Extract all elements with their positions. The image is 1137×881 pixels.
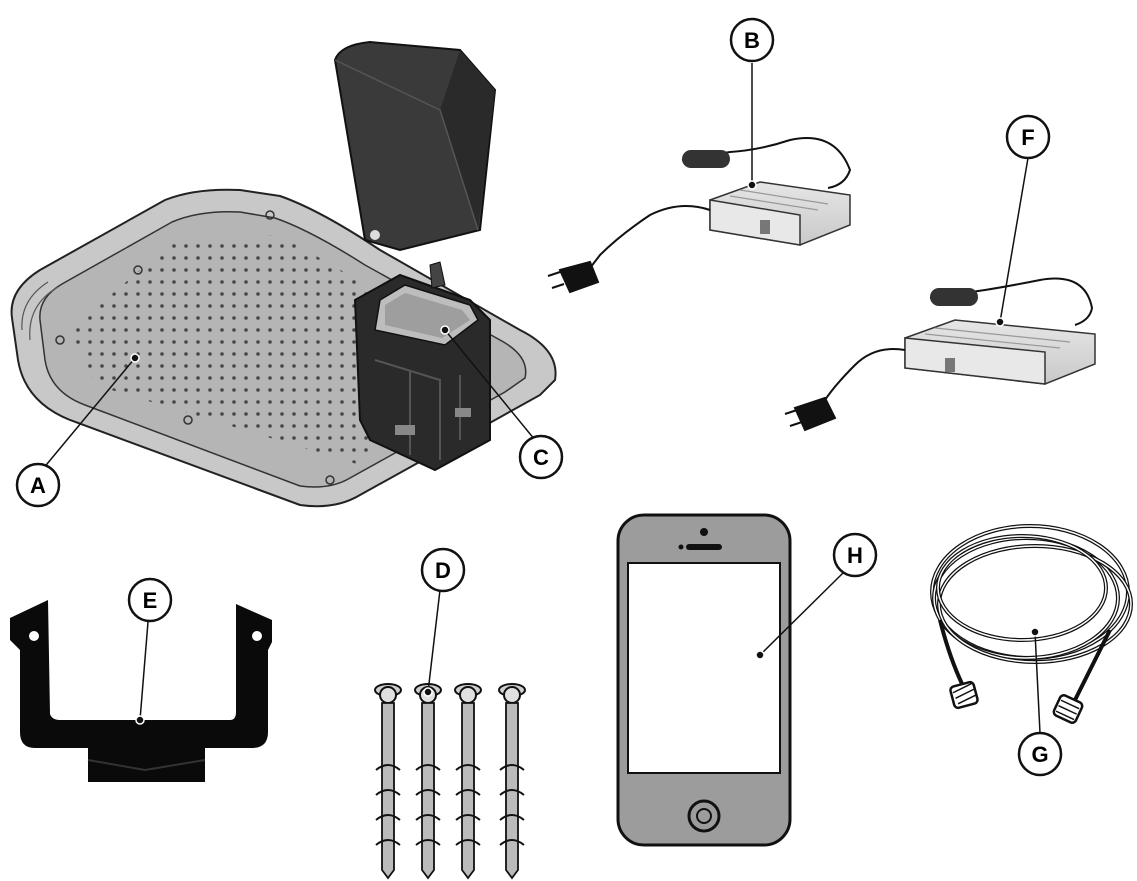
charging-station-body xyxy=(353,261,491,472)
callout-e: E xyxy=(127,577,173,623)
callout-b-label: B xyxy=(744,28,760,53)
peg xyxy=(414,683,442,880)
callout-f: F xyxy=(1005,114,1051,160)
power-supply-b xyxy=(547,137,852,294)
callout-h: H xyxy=(832,532,878,578)
callout-b: B xyxy=(729,17,775,63)
peg xyxy=(374,683,402,880)
ground-pegs xyxy=(374,683,526,880)
peg xyxy=(498,683,526,880)
power-supply-f xyxy=(784,277,1096,432)
callout-f-label: F xyxy=(1021,125,1034,150)
callout-d-label: D xyxy=(435,558,451,583)
callout-g-label: G xyxy=(1031,742,1048,767)
leader-dots xyxy=(130,180,1040,725)
callout-h-label: H xyxy=(847,543,863,568)
wall-bracket xyxy=(10,600,272,782)
peg xyxy=(454,683,482,880)
callout-c: C xyxy=(518,434,564,480)
callout-a: A xyxy=(15,462,61,508)
callout-g: G xyxy=(1017,731,1063,777)
callout-e-label: E xyxy=(143,588,158,613)
charging-station-cover xyxy=(333,40,497,252)
callout-c-label: C xyxy=(533,445,549,470)
callout-d: D xyxy=(420,547,466,593)
callout-a-label: A xyxy=(30,473,46,498)
smartphone xyxy=(616,513,792,847)
coiled-cable xyxy=(930,524,1133,724)
leader-lines xyxy=(41,63,1041,734)
